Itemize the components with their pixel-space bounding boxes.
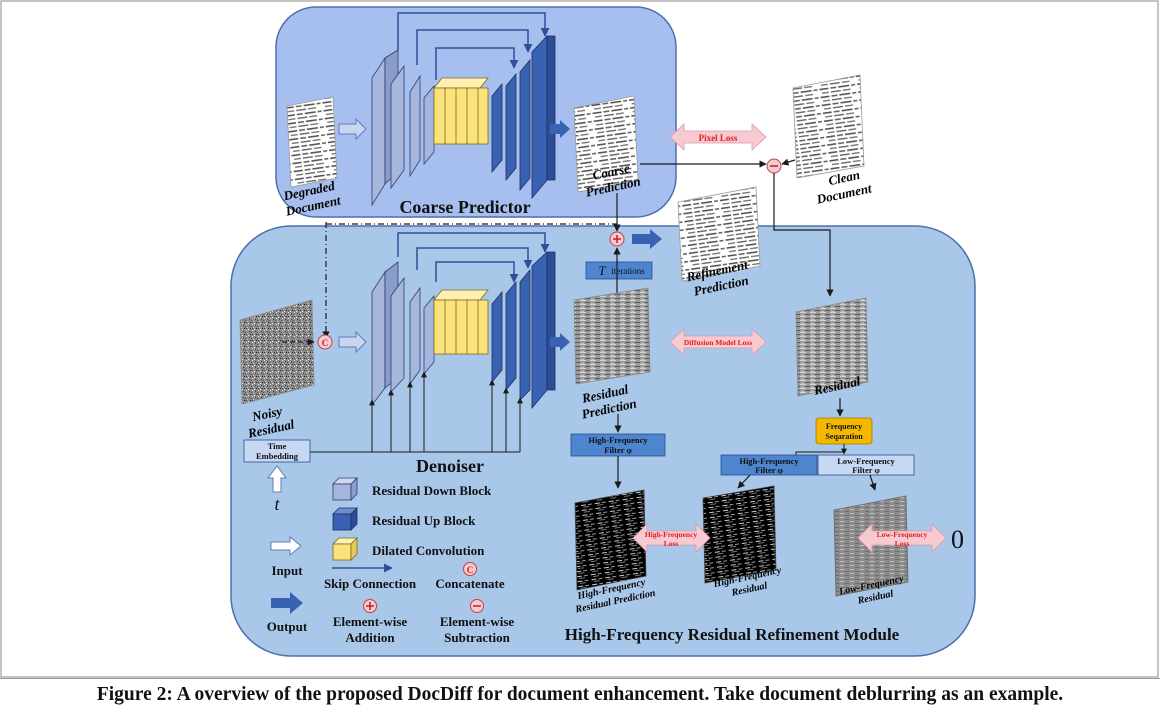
subtract-to-residual-line bbox=[773, 173, 834, 297]
hf-residual-prediction-image bbox=[574, 489, 647, 591]
lf-loss-line1: Low-Frequency bbox=[877, 530, 928, 539]
legend-input: Input bbox=[271, 563, 303, 578]
legend-up-block: Residual Up Block bbox=[372, 513, 476, 528]
pixel-loss-arrow bbox=[669, 123, 767, 151]
zero-target: 0 bbox=[951, 525, 964, 554]
figure-frame bbox=[0, 0, 1159, 678]
lf-filter-box bbox=[817, 454, 915, 476]
hf-loss-arrow bbox=[632, 523, 711, 553]
time-var: t bbox=[274, 494, 280, 514]
legend-down-block: Residual Down Block bbox=[372, 483, 492, 498]
time-embedding-box bbox=[243, 439, 311, 463]
t-iterations-box bbox=[585, 261, 653, 280]
denoiser-output-arrow bbox=[550, 333, 570, 351]
hf-loss-line2: Loss bbox=[664, 539, 679, 548]
refinement-prediction-image bbox=[677, 186, 761, 282]
output-arrow bbox=[550, 120, 570, 138]
denoiser-title: Denoiser bbox=[416, 456, 484, 476]
hfrr-title: High-Frequency Residual Refinement Modul… bbox=[565, 625, 900, 644]
noisy-residual-image bbox=[239, 299, 315, 405]
hf-loss-line1: High-Frequency bbox=[645, 530, 698, 539]
concat-circle bbox=[317, 334, 333, 350]
denoiser-input-arrow bbox=[338, 330, 367, 354]
clean-to-subtract-line bbox=[781, 158, 796, 166]
clean-label-1: Clean bbox=[827, 167, 861, 188]
legend-concat: Concatenate bbox=[435, 576, 505, 591]
caption-rule bbox=[0, 678, 1160, 679]
figure-caption: Figure 2: A overview of the proposed Doc… bbox=[96, 684, 1064, 705]
coarse-prediction-image bbox=[573, 95, 639, 193]
noisy-label-1: Noisy bbox=[250, 403, 284, 424]
concat-c-icon: C bbox=[322, 338, 329, 348]
hf-filter-left-line2: Filter φ bbox=[604, 445, 632, 455]
freqsep-line2: Seqaration bbox=[825, 432, 863, 441]
legend-input-icon bbox=[270, 535, 302, 557]
legend-sub-line1: Element-wise bbox=[440, 614, 515, 629]
freqsep-line1: Frequency bbox=[826, 422, 862, 431]
coarse-unet bbox=[371, 12, 556, 207]
clean-document-image bbox=[792, 74, 865, 179]
hf-filter-right-to-hf-line bbox=[737, 474, 751, 489]
input-arrow bbox=[338, 117, 367, 141]
lf-filter-to-lf-line bbox=[869, 474, 877, 491]
lf-filter-line2: Filter φ bbox=[852, 465, 880, 475]
lf-loss-line2: Loss bbox=[895, 539, 910, 548]
residual-prediction-image bbox=[573, 287, 651, 385]
time-embedding-line2: Embedding bbox=[256, 451, 299, 461]
coarse-predictor-title: Coarse Predictor bbox=[399, 197, 530, 217]
hf-filter-right-box bbox=[720, 454, 818, 476]
legend-dilated: Dilated Convolution bbox=[372, 543, 485, 558]
legend bbox=[332, 477, 358, 561]
lf-loss-arrow bbox=[857, 523, 947, 553]
hf-residual-image bbox=[702, 485, 777, 584]
legend-skip: Skip Connection bbox=[324, 576, 417, 591]
legend-output-icon bbox=[271, 592, 303, 614]
legend-add-line2: Addition bbox=[345, 630, 395, 645]
time-embedding-line1: Time bbox=[268, 441, 287, 451]
diffusion-loss-label: Diffusion Model Loss bbox=[684, 338, 752, 347]
legend-concat-c: C bbox=[467, 565, 474, 575]
t-iterations-symbol: T bbox=[598, 263, 606, 278]
hf-filter-right-line2: Filter φ bbox=[755, 465, 783, 475]
residual-image bbox=[795, 297, 869, 397]
add-output-arrow bbox=[632, 229, 662, 249]
legend-add-line1: Element-wise bbox=[333, 614, 408, 629]
legend-concat-icon bbox=[463, 562, 477, 576]
t-iterations-text: iterations bbox=[611, 266, 645, 276]
legend-sub-line2: Subtraction bbox=[444, 630, 511, 645]
hf-filter-right-line1: High-Frequency bbox=[739, 456, 799, 466]
degraded-document-image bbox=[286, 96, 338, 188]
pixel-loss-label: Pixel Loss bbox=[699, 133, 738, 143]
legend-output: Output bbox=[267, 619, 308, 634]
time-up-arrow bbox=[267, 465, 287, 493]
denoiser-unet bbox=[310, 232, 556, 453]
diffusion-loss-arrow bbox=[669, 328, 767, 356]
lf-filter-line1: Low-Frequency bbox=[837, 456, 895, 466]
hf-filter-left-line1: High-Frequency bbox=[588, 435, 648, 445]
